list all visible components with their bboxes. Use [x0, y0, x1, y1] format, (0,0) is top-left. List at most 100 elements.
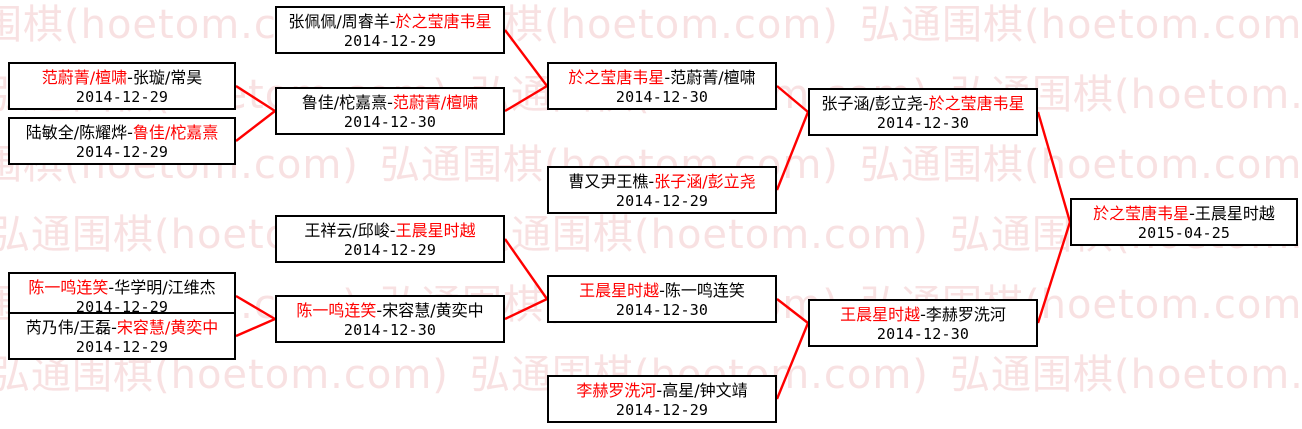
match-players: 王晨星时越-李赫罗洗河 — [810, 304, 1036, 325]
match-winner: 陈一鸣连笑 — [296, 301, 377, 320]
match-winner: 於之莹唐韦星 — [928, 94, 1025, 113]
connector-r1-m3-to-r2-m4 — [235, 294, 276, 321]
match-players: 陆敏全/陈耀烨-鲁佳/柁嘉熹 — [10, 122, 234, 143]
connector-r1-m4-to-r2-m4 — [235, 317, 276, 338]
match-winner: 於之莹唐韦星 — [395, 12, 492, 31]
match-winner: 於之莹唐韦星 — [568, 68, 665, 87]
match-loser: 范蔚菁/檀啸 — [670, 68, 756, 87]
connector-r4-m2-to-final — [1036, 221, 1072, 324]
match-loser: 高星/钟文靖 — [662, 381, 748, 400]
match-loser: 曹又尹王樵 — [568, 172, 649, 191]
match-players: 於之莹唐韦星-王晨星时越 — [1072, 203, 1296, 224]
match-separator: - — [111, 318, 117, 337]
match-date: 2014-12-29 — [615, 401, 709, 420]
connector-r2-m4-to-r3-m3 — [504, 297, 548, 321]
match-loser: 张子涵/彭立尧 — [821, 94, 923, 113]
match-winner: 范蔚菁/檀啸 — [41, 68, 128, 87]
connector-r4-m1-to-final — [1036, 111, 1072, 223]
match-players: 芮乃伟/王磊-宋容慧/黄奕中 — [10, 317, 234, 338]
match-winner: 王晨星时越 — [840, 305, 921, 324]
match-separator: - — [659, 281, 665, 300]
connector-r3-m2-to-r4-m1 — [775, 111, 810, 191]
match-loser: 芮乃伟/王磊 — [25, 318, 112, 337]
match-loser: 张佩佩/周睿羊 — [288, 12, 390, 31]
match-loser: 鲁佳/柁嘉熹 — [301, 93, 388, 112]
match-winner: 陈一鸣连笑 — [28, 278, 109, 297]
connector-r3-m3-to-r4-m2 — [776, 298, 809, 324]
match-separator: - — [387, 93, 393, 112]
match-players: 於之莹唐韦星-范蔚菁/檀啸 — [549, 67, 775, 88]
match-separator: - — [376, 301, 383, 320]
match-loser: 陈一鸣连笑 — [664, 281, 745, 300]
match-separator: - — [922, 94, 929, 113]
match-date: 2014-12-30 — [615, 88, 709, 107]
match-players: 王晨星时越-陈一鸣连笑 — [549, 280, 775, 301]
connector-r3-m4-to-r4-m2 — [775, 322, 810, 400]
match-winner: 鲁佳/柁嘉熹 — [132, 123, 219, 142]
match-date: 2015-04-25 — [1137, 224, 1231, 243]
match-players: 陈一鸣连笑-宋容慧/黄奕中 — [277, 300, 503, 321]
match-date: 2014-12-29 — [615, 192, 709, 211]
match-date: 2014-12-30 — [343, 113, 437, 132]
match-loser: 陆敏全/陈耀烨 — [25, 123, 128, 142]
match-players: 张子涵/彭立尧-於之莹唐韦星 — [810, 93, 1036, 114]
match-separator: - — [127, 68, 133, 87]
match-players: 范蔚菁/檀啸-张璇/常昊 — [10, 67, 234, 88]
match-winner: 王晨星时越 — [579, 281, 660, 300]
connector-r2-m1-to-r3-m1 — [504, 29, 548, 87]
match-date: 2014-12-29 — [75, 338, 169, 357]
match-date: 2014-12-29 — [75, 143, 169, 162]
match-date: 2014-12-30 — [876, 114, 970, 133]
match-date: 2014-12-30 — [876, 325, 970, 344]
match-winner: 范蔚菁/檀啸 — [392, 93, 479, 112]
watermark-text: 弘通围棋(hoetom.com) — [860, 142, 1302, 188]
match-winner: 李赫罗洗河 — [576, 381, 657, 400]
match-separator: - — [920, 305, 926, 324]
match-date: 2014-12-29 — [343, 241, 437, 260]
match-separator: - — [389, 12, 396, 31]
match-separator: - — [108, 278, 115, 297]
match-players: 王祥云/邱峻-王晨星时越 — [277, 220, 503, 241]
match-winner: 张子涵/彭立尧 — [654, 172, 756, 191]
match-players: 陈一鸣连笑-华学明/江维杰 — [10, 277, 234, 298]
connector-r3-m1-to-r4-m1 — [776, 85, 809, 113]
connector-r2-m2-to-r3-m1 — [504, 84, 548, 113]
match-separator: - — [1189, 204, 1195, 223]
watermark-text: 弘通围棋(hoetom.com) — [860, 2, 1302, 48]
match-date: 2014-12-29 — [343, 32, 437, 51]
match-players: 鲁佳/柁嘉熹-范蔚菁/檀啸 — [277, 92, 503, 113]
match-separator: - — [127, 123, 133, 142]
match-players: 曹又尹王樵-张子涵/彭立尧 — [549, 171, 775, 192]
match-winner: 於之莹唐韦星 — [1093, 204, 1190, 223]
watermark-text: 弘通围棋(hoetom.com) — [950, 352, 1302, 398]
match-separator: - — [656, 381, 663, 400]
match-date: 2014-12-30 — [615, 301, 709, 320]
connector-r1-m1-to-r2-m2 — [235, 84, 276, 113]
connector-r1-m2-to-r2-m2 — [235, 110, 276, 142]
connector-r2-m3-to-r3-m3 — [504, 238, 548, 300]
match-loser: 张璇/常昊 — [132, 68, 203, 87]
match-separator: - — [389, 221, 396, 240]
match-date: 2014-12-30 — [343, 321, 437, 340]
match-winner: 宋容慧/黄奕中 — [116, 318, 219, 337]
match-loser: 王祥云/邱峻 — [304, 221, 390, 240]
match-separator: - — [648, 172, 655, 191]
match-date: 2014-12-29 — [75, 88, 169, 107]
match-loser: 华学明/江维杰 — [114, 278, 216, 297]
match-winner: 王晨星时越 — [395, 221, 476, 240]
